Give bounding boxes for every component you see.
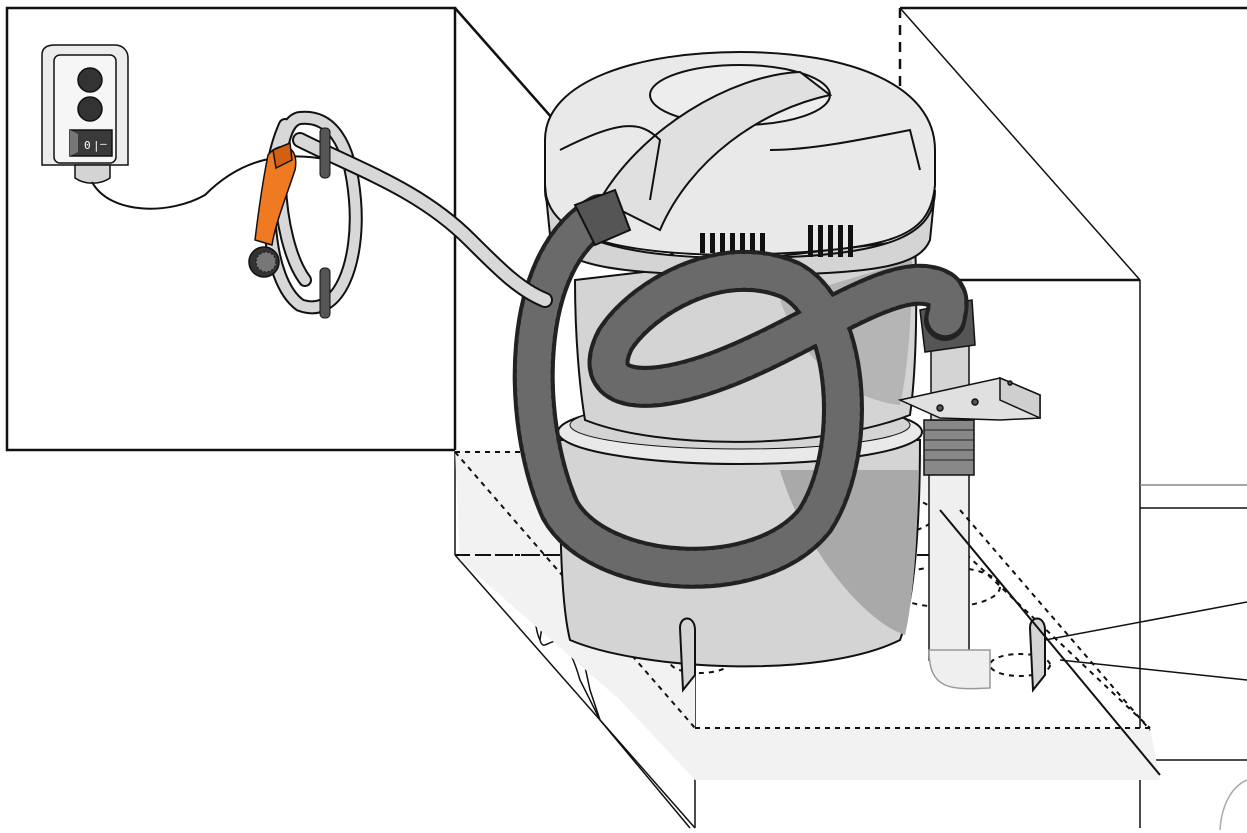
rocker-off-mark: 0 [84, 139, 91, 152]
diagonal-line-2 [899, 7, 1141, 281]
indicator-lamp-2 [77, 96, 103, 122]
rocker-on-mark: | [93, 139, 100, 152]
exhaust-vents [700, 225, 853, 257]
rail [939, 509, 1161, 776]
inset-hose-tail-inner [294, 134, 551, 306]
indicator-lamp-1 [77, 67, 103, 93]
motor-head-rib-2 [769, 128, 921, 171]
hose-end-cuff [573, 188, 632, 247]
rail-dashed [959, 509, 1151, 731]
clip-leader-line-1 [1044, 601, 1247, 641]
clip-leader-line-2 [1059, 659, 1247, 681]
bracket-screw-1 [936, 404, 944, 412]
motor-head-band [544, 184, 936, 277]
hose-handle [248, 141, 297, 278]
bracket-wing [999, 376, 1041, 420]
mounting-clips [678, 509, 1247, 776]
handle-trigger [272, 141, 293, 170]
suction-pipe [919, 299, 991, 690]
suction-hose [512, 188, 969, 589]
holder-clip-bottom [319, 267, 331, 319]
motor-head-handle [598, 70, 833, 232]
switch-base [74, 164, 111, 184]
motor-head-rib-1 [559, 125, 662, 201]
bracket-screw-2 [971, 398, 979, 406]
hose-outer-coil-ribs [516, 198, 965, 585]
holder-clip-top [319, 127, 331, 179]
lower-diagonal [454, 554, 696, 829]
pipe-vertical [928, 469, 970, 661]
wall-bracket [897, 376, 1041, 421]
handle-nozzle-face [255, 251, 277, 273]
cabinet-right-arch [1219, 779, 1247, 831]
bracket-screw-3 [1007, 380, 1013, 386]
rocker-dash-mark: – [100, 137, 107, 150]
wall-switch [41, 44, 129, 184]
clip-left [678, 617, 696, 693]
rocker-switch-bevel [70, 130, 78, 156]
pipe-coupling-ribs [924, 429, 974, 461]
pipe-coupling [923, 419, 975, 476]
floor-opening-5 [989, 653, 1051, 677]
clip-right [1028, 617, 1046, 693]
pipe-elbow [928, 649, 991, 690]
inset-contents: 0 | – [41, 44, 553, 319]
